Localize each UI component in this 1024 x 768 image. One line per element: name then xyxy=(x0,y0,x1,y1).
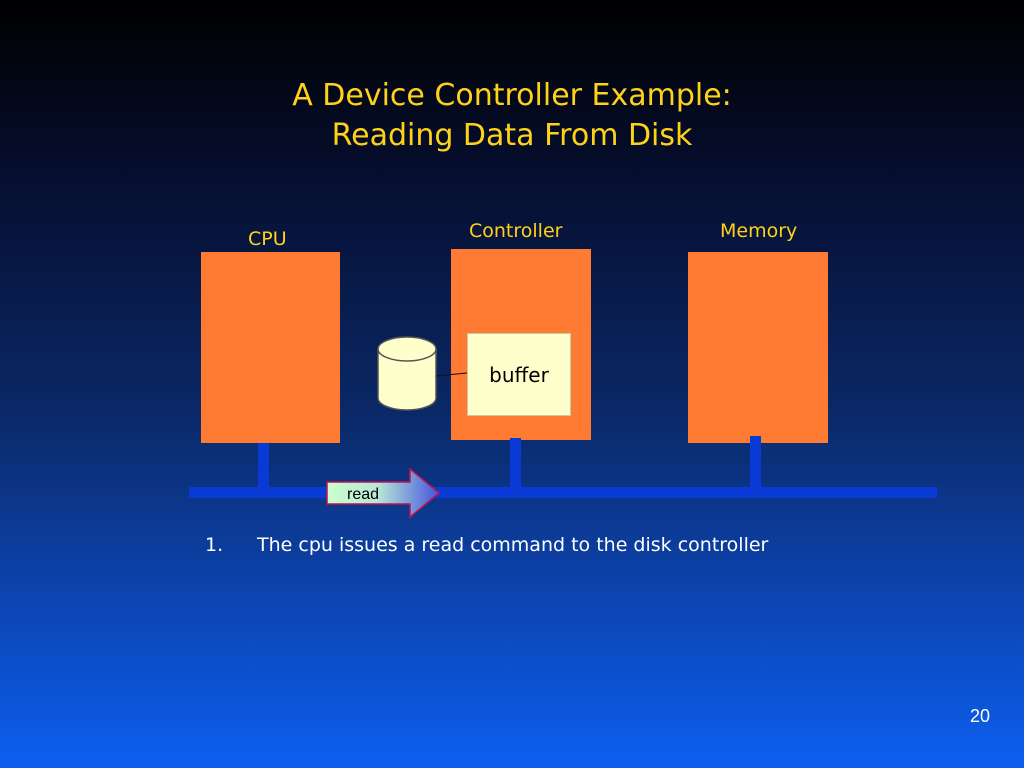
buffer-box: buffer xyxy=(467,333,571,416)
page-number: 20 xyxy=(969,706,990,726)
disk-connector-line xyxy=(435,372,468,377)
slide-title-line1: A Device Controller Example: xyxy=(292,78,732,113)
cpu-block xyxy=(201,252,340,443)
memory-label: Memory xyxy=(720,220,798,242)
cpu-bus-connector xyxy=(258,443,269,489)
memory-bus-connector xyxy=(750,436,761,489)
controller-bus-connector xyxy=(510,438,521,489)
slide-title-line2: Reading Data From Disk xyxy=(331,118,693,153)
step-text: The cpu issues a read command to the dis… xyxy=(257,534,769,556)
read-arrow-label: read xyxy=(347,486,379,503)
memory-block xyxy=(688,252,828,443)
buffer-label: buffer xyxy=(489,362,549,387)
controller-label: Controller xyxy=(469,220,563,242)
slide-title: A Device Controller Example: Reading Dat… xyxy=(0,76,1024,156)
step-number: 1. xyxy=(205,534,224,556)
cpu-label: CPU xyxy=(248,228,287,250)
system-bus xyxy=(189,487,937,498)
read-arrow: read xyxy=(326,467,441,519)
